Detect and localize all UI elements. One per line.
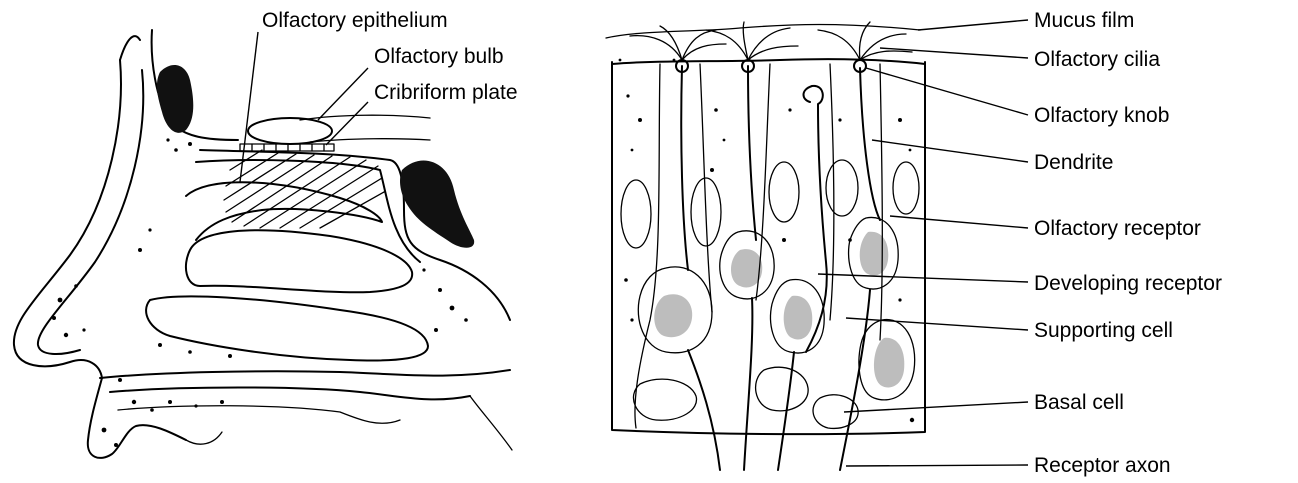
supporting-cell-wall-2 xyxy=(700,64,712,312)
leader-dendrite xyxy=(872,140,1028,162)
nose-outer-profile xyxy=(14,60,121,378)
frontal-sinus xyxy=(157,65,193,133)
frontal-bone-edge xyxy=(120,36,140,60)
leader-olfactory-cilia xyxy=(880,48,1028,58)
receptor-nucleus-1 xyxy=(654,294,692,337)
label-basal-cell: Basal cell xyxy=(1034,391,1124,414)
label-olfactory-epithelium: Olfactory epithelium xyxy=(262,9,448,32)
supporting-nucleus-3 xyxy=(769,162,799,222)
supporting-cell-wall-4 xyxy=(830,64,834,320)
gum-line xyxy=(186,432,222,444)
label-developing-receptor: Developing receptor xyxy=(1034,272,1222,295)
cribriform-plate-shape xyxy=(240,144,334,151)
receptor-axon-4 xyxy=(840,290,870,470)
supporting-nucleus-5 xyxy=(893,162,919,214)
nasal-cavity-illustration: Olfactory epithelium Olfactory bulb Crib… xyxy=(14,9,518,458)
label-cribriform-plate: Cribriform plate xyxy=(374,81,518,104)
epithelial-surface xyxy=(612,59,925,64)
leader-developing-receptor xyxy=(818,274,1028,282)
developing-receptor-nucleus xyxy=(784,296,813,340)
receptor-dendrite-1 xyxy=(681,66,688,270)
soft-palate xyxy=(470,396,512,450)
olfactory-cilia xyxy=(630,22,912,60)
label-dendrite: Dendrite xyxy=(1034,151,1113,174)
olfactory-bulb-shape xyxy=(248,118,332,144)
leader-receptor-axon xyxy=(846,465,1028,466)
label-olfactory-receptor: Olfactory receptor xyxy=(1034,217,1201,240)
brain-floor-line xyxy=(310,139,430,142)
supporting-cell-wall-5 xyxy=(880,64,882,340)
palate-lower xyxy=(118,406,400,424)
nose-inner-profile xyxy=(38,70,143,354)
leader-olfactory-knob xyxy=(866,68,1028,115)
leader-olfactory-receptor xyxy=(890,216,1028,228)
hard-palate xyxy=(110,388,470,400)
label-olfactory-bulb: Olfactory bulb xyxy=(374,45,504,68)
epithelium-cell-illustration: Mucus film Olfactory cilia Olfactory kno… xyxy=(606,9,1222,477)
middle-turbinate xyxy=(186,230,412,292)
basal-cell-1 xyxy=(633,379,696,420)
leader-basal-cell xyxy=(844,402,1028,412)
supporting-nucleus-4 xyxy=(826,160,858,216)
label-mucus-film: Mucus film xyxy=(1034,9,1134,32)
supporting-cell-nucleus-lower xyxy=(874,338,904,388)
inferior-turbinate xyxy=(146,296,428,360)
nasal-floor xyxy=(100,370,510,378)
sphenoid-sinus xyxy=(400,160,474,247)
basal-cell-2 xyxy=(756,367,809,411)
receptor-nucleus-3 xyxy=(860,232,889,276)
receptor-axon-1 xyxy=(688,350,720,470)
label-receptor-axon: Receptor axon xyxy=(1034,454,1171,477)
leader-mucus-film xyxy=(918,20,1028,30)
leader-olfactory-bulb xyxy=(318,68,368,120)
receptor-nucleus-2 xyxy=(731,249,762,287)
supporting-nucleus-1 xyxy=(621,180,651,248)
receptor-dendrite-3 xyxy=(860,68,880,220)
receptor-dendrite-2 xyxy=(748,66,756,240)
label-olfactory-knob: Olfactory knob xyxy=(1034,104,1169,127)
receptor-axon-2 xyxy=(744,298,752,470)
mucus-surface xyxy=(606,25,920,39)
label-olfactory-cilia: Olfactory cilia xyxy=(1034,48,1160,71)
label-supporting-cell: Supporting cell xyxy=(1034,319,1173,342)
